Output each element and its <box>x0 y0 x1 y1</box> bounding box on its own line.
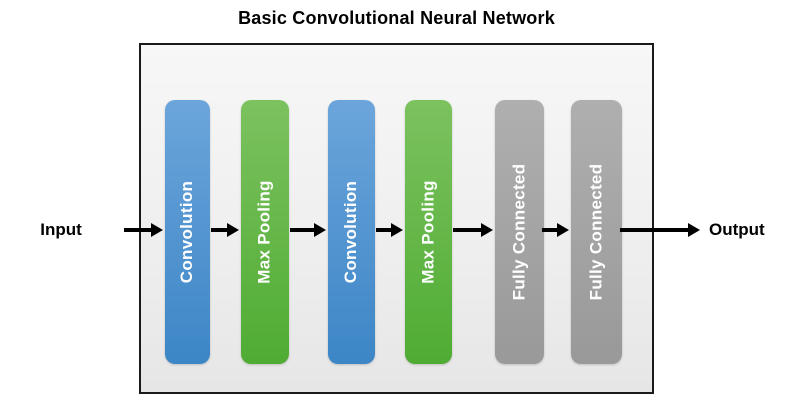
arrow-input-to-convolution-1 <box>124 222 163 237</box>
layer-label: Max Pooling <box>418 180 438 284</box>
layer-label: Fully Connected <box>586 163 606 301</box>
layer-label: Max Pooling <box>255 180 275 284</box>
layer-block-convolution-1: Convolution <box>165 100 210 364</box>
layer-block-fully-connected-2: Fully Connected <box>571 100 622 364</box>
arrow-head-icon <box>151 222 163 237</box>
layer-label: Fully Connected <box>509 163 529 301</box>
diagram-title: Basic Convolutional Neural Network <box>238 8 555 28</box>
arrow-shaft <box>453 227 481 232</box>
arrow-shaft <box>290 227 314 232</box>
arrow-head-icon <box>391 222 403 237</box>
arrow-convolution-1-to-max-pooling-1 <box>211 222 239 237</box>
output-label: Output <box>709 220 765 239</box>
arrow-convolution-2-to-max-pooling-2 <box>376 222 403 237</box>
arrow-max-pooling-1-to-convolution-2 <box>290 222 326 237</box>
arrow-head-icon <box>481 222 493 237</box>
arrow-shaft <box>376 227 391 232</box>
layer-block-max-pooling-1: Max Pooling <box>241 100 289 364</box>
arrow-fully-connected-2-to-output <box>620 222 700 237</box>
layer-label: Convolution <box>341 180 361 284</box>
layer-block-convolution-2: Convolution <box>328 100 375 364</box>
arrow-shaft <box>211 227 227 232</box>
layer-block-fully-connected-1: Fully Connected <box>495 100 544 364</box>
layer-label: Convolution <box>177 180 197 284</box>
arrow-head-icon <box>314 222 326 237</box>
arrow-shaft <box>620 227 688 232</box>
arrow-shaft <box>124 227 151 232</box>
arrow-max-pooling-2-to-fully-connected-1 <box>453 222 493 237</box>
layer-block-max-pooling-2: Max Pooling <box>405 100 452 364</box>
arrow-fully-connected-1-to-fully-connected-2 <box>542 222 569 237</box>
input-label: Input <box>40 220 82 239</box>
arrow-head-icon <box>227 222 239 237</box>
arrow-head-icon <box>688 222 700 237</box>
arrow-head-icon <box>557 222 569 237</box>
arrow-shaft <box>542 227 557 232</box>
network-frame: Convolution Max Pooling Convolution Max … <box>139 43 654 394</box>
